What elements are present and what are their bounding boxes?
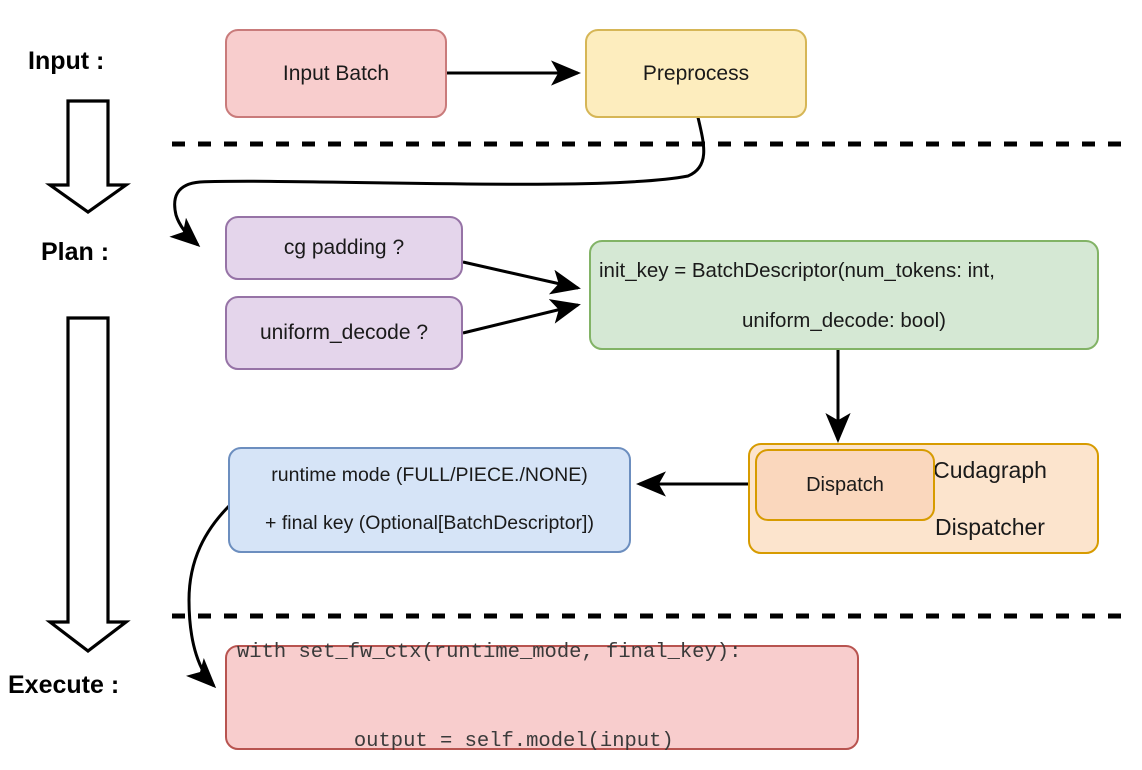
node-execute-code-line2: output = self.model(input) (304, 730, 674, 754)
node-init-key-line1: init_key = BatchDescriptor(num_tokens: i… (599, 258, 995, 282)
node-init-key[interactable]: init_key = BatchDescriptor(num_tokens: i… (589, 240, 1099, 350)
node-dispatch[interactable]: Dispatch (755, 449, 935, 521)
node-init-key-line2: uniform_decode: bool) (742, 308, 946, 332)
input-to-plan-stage-arrow (44, 99, 132, 214)
node-execute-code[interactable]: with set_fw_ctx(runtime_mode, final_key)… (225, 641, 859, 753)
runtime-mode-to-execute-code-arrow (186, 503, 232, 689)
node-cudagraph-dispatcher-line2: Dispatcher (935, 513, 1045, 540)
node-cg-padding[interactable]: cg padding ? (225, 216, 463, 280)
uniform-decode-to-init-key-arrow (462, 299, 581, 335)
node-input-batch[interactable]: Input Batch (225, 29, 447, 118)
node-runtime-mode[interactable]: runtime mode (FULL/PIECE./NONE) + final … (228, 447, 631, 553)
node-cudagraph-dispatcher-line1: Cudagraph (933, 457, 1047, 484)
node-uniform-decode[interactable]: uniform_decode ? (225, 296, 463, 370)
node-runtime-mode-line2: + final key (Optional[BatchDescriptor]) (265, 511, 594, 534)
node-preprocess[interactable]: Preprocess (585, 29, 807, 118)
stage-label-execute: Execute : (8, 671, 120, 699)
node-execute-code-line1: with set_fw_ctx(runtime_mode, final_key)… (237, 641, 742, 665)
stage-label-input: Input : (28, 47, 105, 75)
cg-padding-to-init-key-arrow (462, 260, 581, 295)
plan-to-execute-stage-arrow (45, 316, 131, 654)
node-runtime-mode-line1: runtime mode (FULL/PIECE./NONE) (271, 464, 588, 487)
stage-label-plan: Plan : (41, 238, 110, 266)
